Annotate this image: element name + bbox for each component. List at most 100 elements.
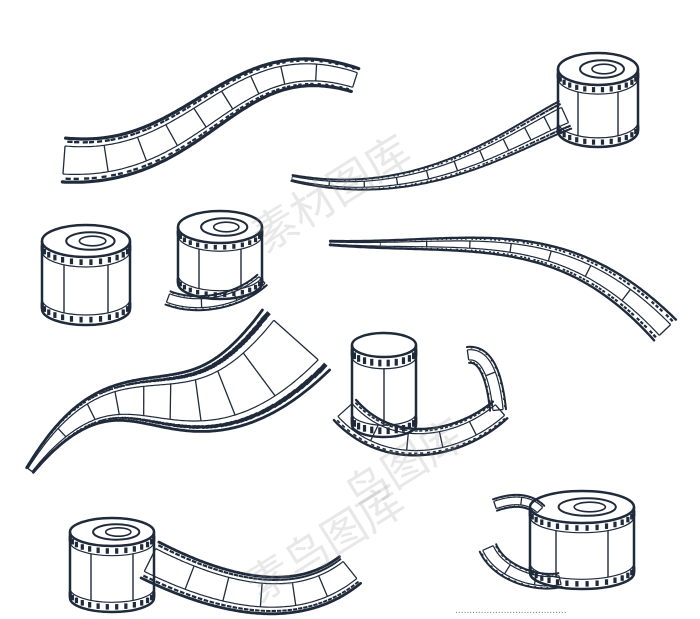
sprocket-hole <box>493 424 497 428</box>
sprocket-hole <box>94 394 98 398</box>
sprocket-hole <box>62 419 65 422</box>
sprocket-hole <box>367 413 371 417</box>
sprocket-hole <box>553 104 558 109</box>
sprocket-hole <box>540 575 544 581</box>
sprocket-hole <box>495 569 499 572</box>
sprocket-hole <box>502 154 506 157</box>
sprocket-hole <box>126 169 132 173</box>
sprocket-hole <box>117 136 123 140</box>
sprocket-hole <box>239 415 250 423</box>
sprocket-hole <box>509 129 514 133</box>
sprocket-hole <box>220 603 226 607</box>
frame-inner-edge <box>177 235 263 252</box>
sprocket-hole <box>87 423 91 427</box>
sprocket-hole <box>198 133 203 138</box>
sprocket-hole <box>540 519 544 526</box>
sprocket-hole <box>160 155 166 160</box>
sprocket-hole <box>575 525 579 531</box>
sprocket-hole <box>176 278 180 283</box>
frame-divider <box>222 577 230 602</box>
frame-divider <box>315 64 318 81</box>
sprocket-hole <box>378 359 382 367</box>
sprocket-hole <box>213 423 223 429</box>
sprocket-hole <box>654 304 660 309</box>
film-roll-small-2 <box>176 209 264 301</box>
film-strip-bottom-tail <box>139 540 362 616</box>
frame-divider <box>509 243 512 253</box>
sprocket-hole <box>186 140 192 145</box>
sprocket-hole <box>197 596 203 601</box>
sprocket-hole <box>370 426 374 434</box>
roll-top-edge <box>350 331 418 359</box>
sprocket-hole <box>591 139 596 145</box>
sprocket-hole <box>499 135 503 139</box>
sprocket-hole <box>181 107 187 112</box>
sprocket-hole <box>648 329 654 335</box>
frame-inner-edge <box>529 516 635 534</box>
sprocket-hole <box>613 577 617 584</box>
frame-divider <box>503 564 511 575</box>
sprocket-hole <box>240 242 244 248</box>
frame-divider <box>536 506 544 514</box>
sprocket-hole <box>253 237 258 243</box>
sprocket-hole <box>57 424 60 427</box>
sprocket-hole <box>170 114 176 119</box>
sprocket-hole <box>604 268 609 272</box>
sprocket-hole <box>142 574 149 579</box>
sprocket-hole <box>79 259 83 265</box>
sprocket-hole <box>362 425 367 432</box>
sprocket-hole <box>494 138 498 141</box>
sprocket-hole <box>531 140 536 144</box>
sprocket-hole <box>225 114 230 119</box>
sprocket-hole <box>595 580 599 587</box>
frame-divider <box>485 371 496 377</box>
sprocket-hole <box>128 302 132 309</box>
sprocket-hole <box>237 76 242 80</box>
sprocket-hole <box>256 315 268 327</box>
sprocket-hole <box>191 594 197 599</box>
sprocket-hole <box>213 567 219 572</box>
sprocket-hole <box>394 358 398 366</box>
film-edge-top <box>332 417 509 457</box>
sprocket-hole <box>525 143 529 147</box>
sprocket-hole <box>125 306 130 312</box>
sprocket-hole <box>569 271 573 275</box>
sprocket-hole <box>548 107 553 111</box>
sprocket-hole <box>96 603 100 609</box>
sprocket-hole <box>562 250 566 254</box>
sprocket-hole <box>386 427 390 435</box>
frame-divider <box>337 403 353 417</box>
sprocket-hole <box>121 309 125 316</box>
sprocket-hole <box>248 240 252 245</box>
sprocket-hole <box>197 98 202 103</box>
sprocket-hole <box>497 550 500 553</box>
sprocket-hole <box>150 594 154 601</box>
sprocket-hole <box>623 305 628 310</box>
sprocket-hole <box>51 431 54 434</box>
sprocket-hole <box>634 128 638 135</box>
sprocket-hole <box>617 84 621 90</box>
frame-divider <box>27 467 33 473</box>
frame-inner-edge <box>351 356 417 370</box>
roll-coil-inner <box>212 221 240 233</box>
sprocket-hole <box>299 379 310 390</box>
sprocket-hole <box>42 306 47 312</box>
sprocket-hole <box>188 287 192 293</box>
sprocket-hole <box>255 408 266 417</box>
film-edge-top <box>139 576 362 616</box>
roll-top-edge <box>40 223 132 259</box>
roll-top-edge <box>176 209 264 245</box>
sprocket-hole <box>600 87 605 93</box>
frame-divider <box>369 424 380 442</box>
sprocket-hole <box>100 418 105 422</box>
sprocket-hole <box>164 117 170 122</box>
sprocket-hole <box>380 421 385 425</box>
roll-bottom-edge <box>528 572 636 591</box>
sprocket-hole <box>153 123 159 128</box>
frame-divider <box>493 501 497 509</box>
sprocket-hole <box>196 242 200 248</box>
sprocket-hole <box>140 600 144 606</box>
sprocket-hole <box>401 357 406 365</box>
sprocket-hole <box>167 585 173 590</box>
sprocket-hole <box>125 248 130 255</box>
